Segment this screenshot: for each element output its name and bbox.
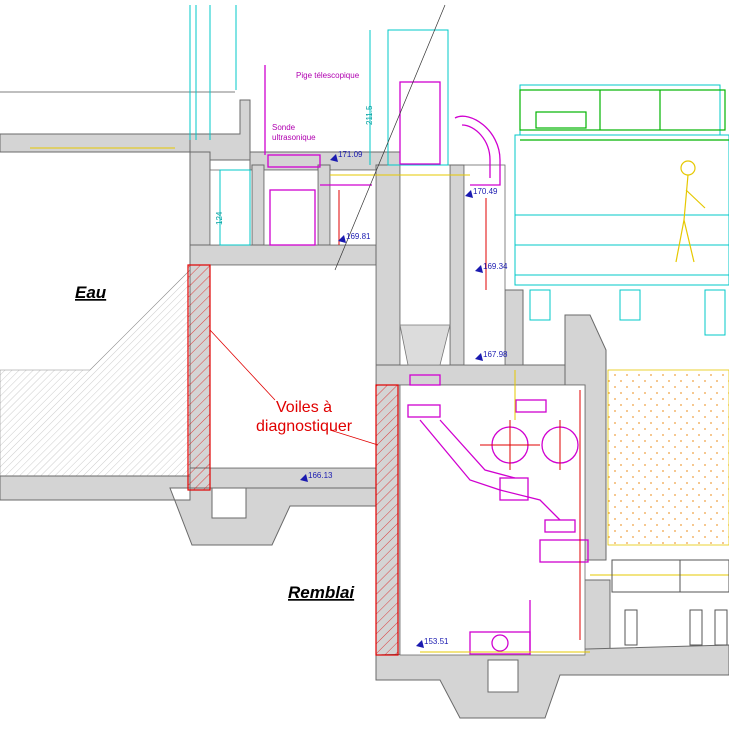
elevation-label: 170.49 [473,187,498,196]
red-axis-lines [338,190,581,640]
elevation-label: 171.09 [338,150,363,159]
lower-right-structure [611,559,729,646]
hopper [399,324,451,366]
elevation-markers: 171.09 170.49 169.81 169.34 167.98 166.1… [300,150,508,648]
green-platform [519,89,729,141]
probe-label-line2: ultrasonique [272,133,316,142]
elevation-label: 153.51 [424,637,449,646]
elevation-label: 169.34 [483,262,508,271]
walls-label-line2: diagnostiquer [256,418,353,435]
probe-label-line1: Sonde [272,123,296,132]
elevation-label: 167.98 [483,350,508,359]
walls-label-line1: Voiles à [276,399,332,416]
elevation-label: 169.81 [346,232,371,241]
person-figure [675,160,706,263]
dotted-fill-zone [607,369,729,546]
elevation-label: 166.13 [308,471,333,480]
yellow-lines [30,147,729,653]
leader-lines [209,329,379,446]
telescopic-gauge-label: Pige télescopique [296,71,360,80]
magenta-piping [264,65,589,655]
dimension-label: 124 [215,211,224,225]
section-line [334,4,446,271]
walls-to-diagnose [187,264,399,656]
dimension-label: 211.5 [365,105,374,125]
backfill-label: Remblai [288,583,355,602]
water-label: Eau [75,283,107,302]
